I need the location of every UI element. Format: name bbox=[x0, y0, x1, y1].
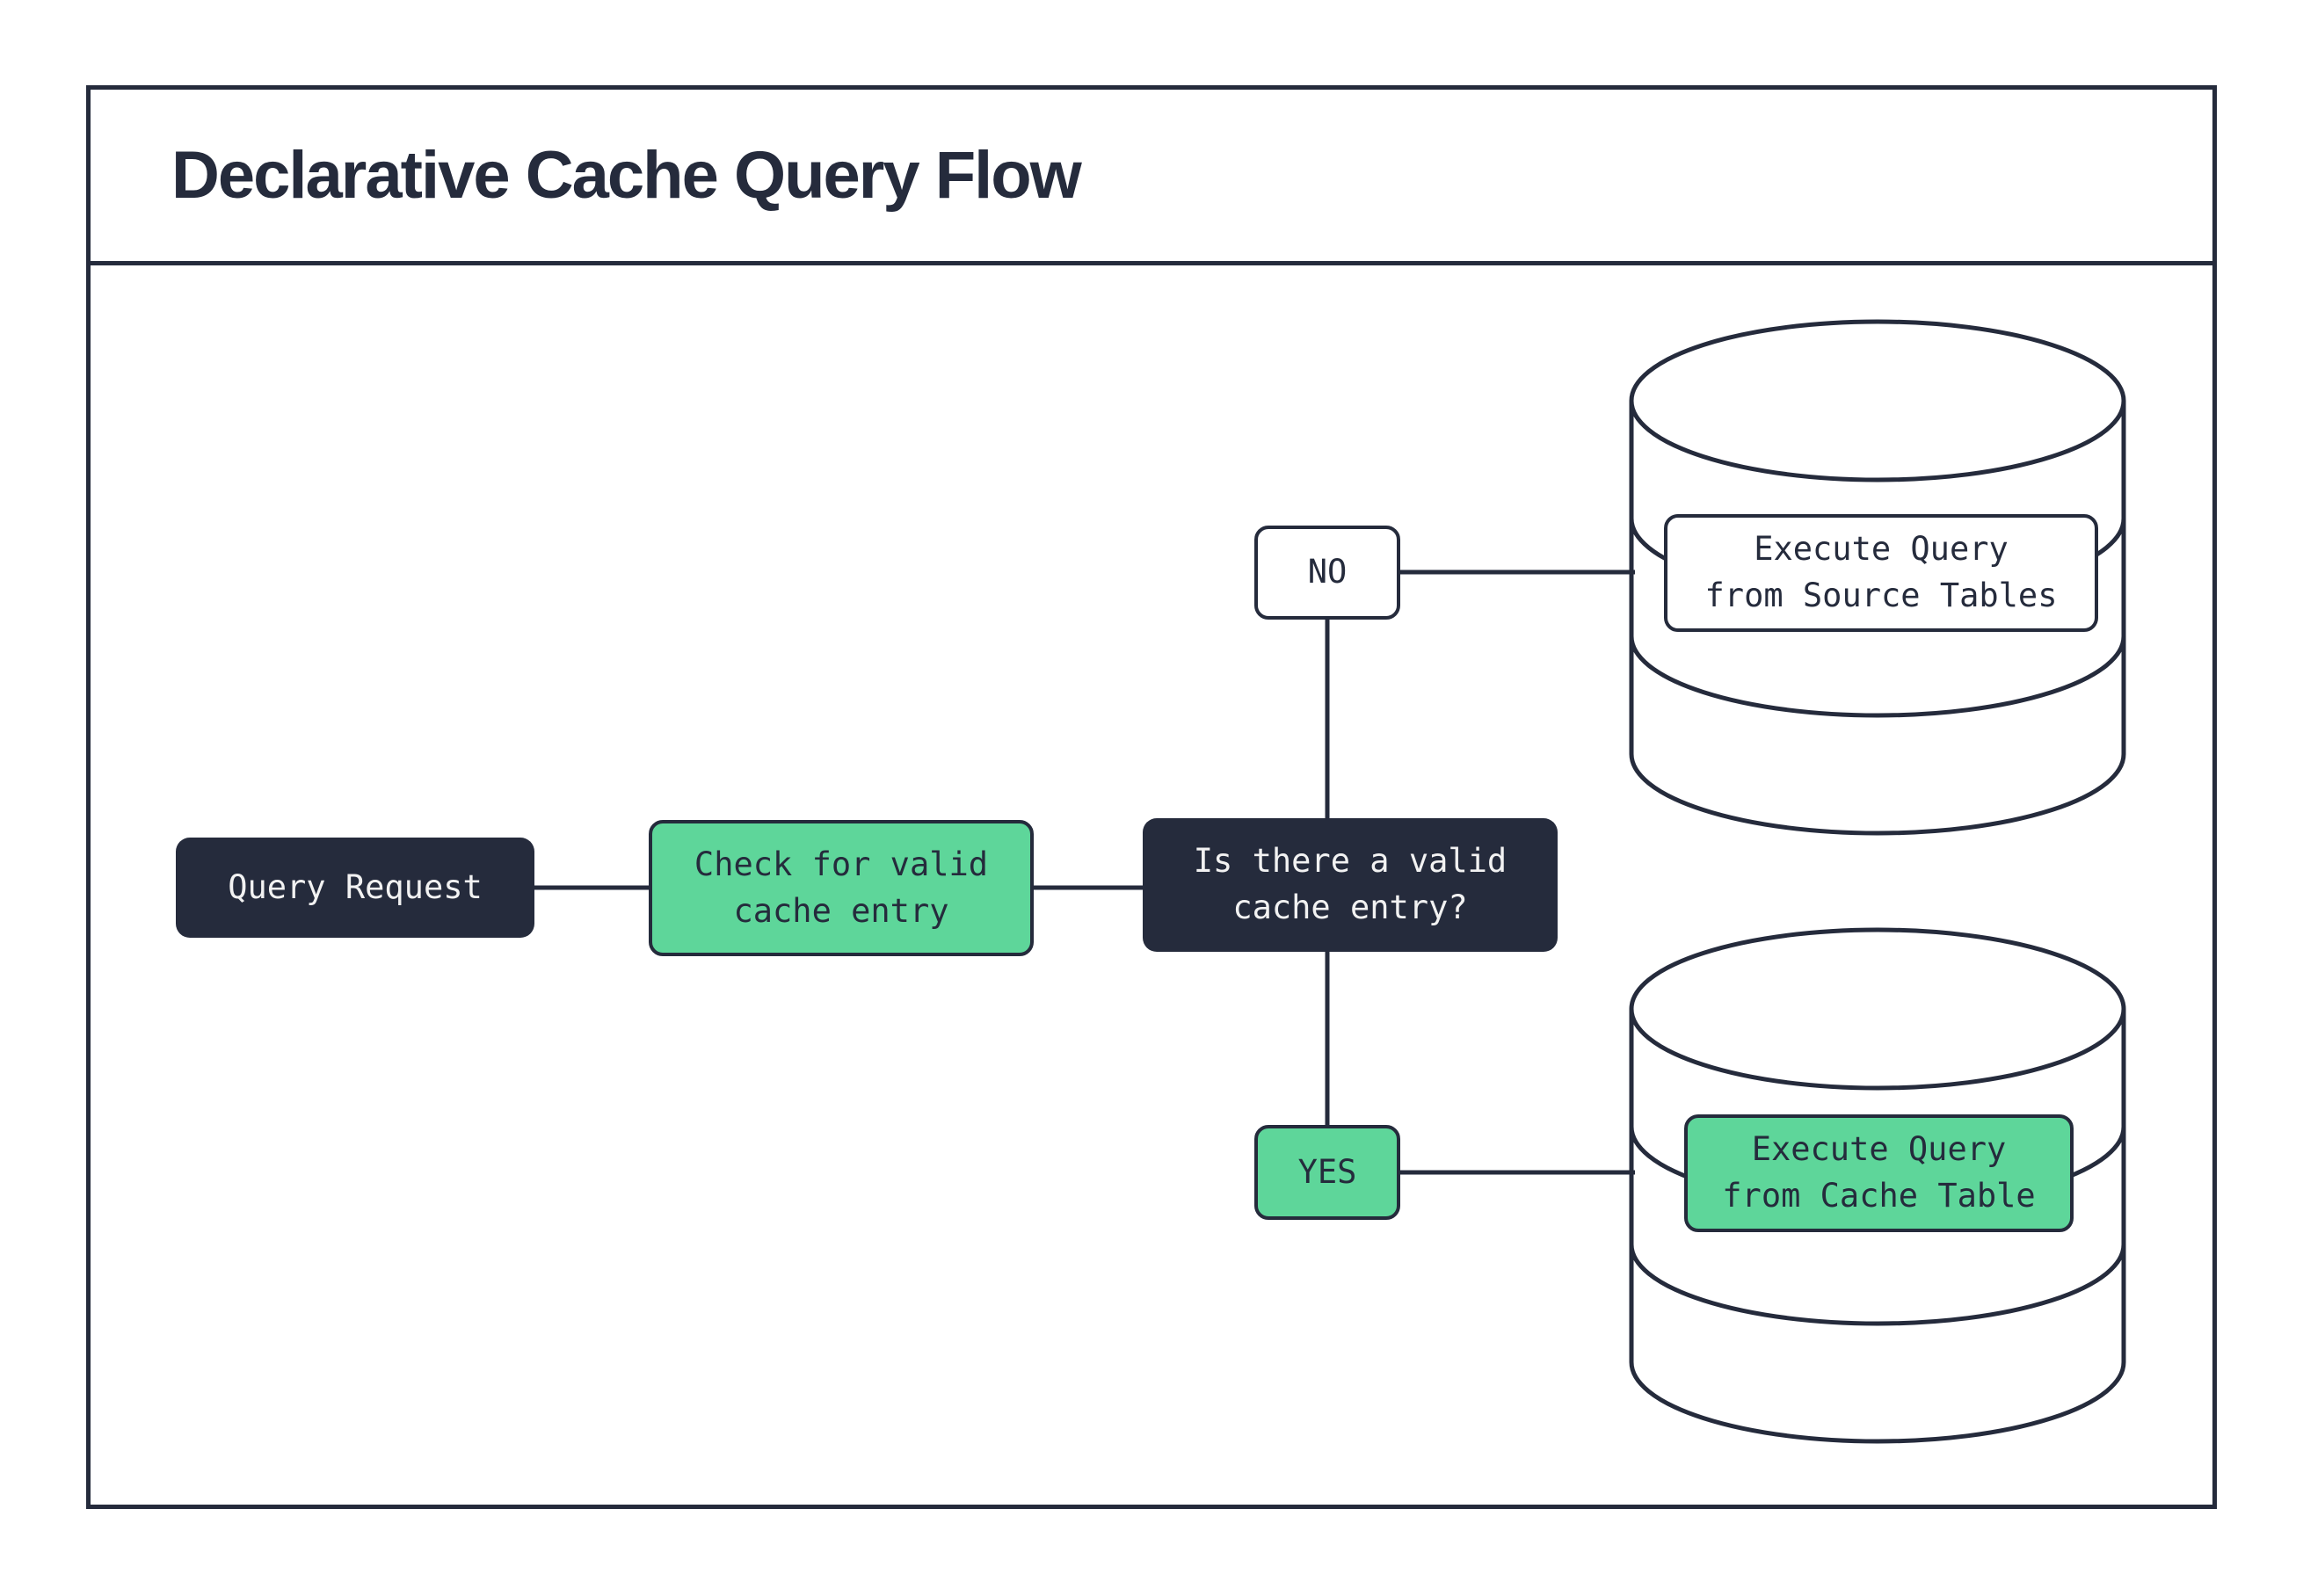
page-title: Declarative Cache Query Flow bbox=[171, 138, 1082, 213]
node-branch-no-label: NO bbox=[1307, 553, 1348, 591]
node-decision-valid-cache: Is there a valid cache entry? bbox=[1143, 818, 1558, 952]
node-check-cache-label: Check for valid cache entry bbox=[694, 845, 989, 930]
node-execute-source-label: Execute Query from Source Tables bbox=[1704, 530, 2058, 614]
node-branch-no: NO bbox=[1254, 526, 1400, 620]
node-query-request-label: Query Request bbox=[228, 867, 483, 906]
node-execute-cache-label: Execute Query from Cache Table bbox=[1722, 1130, 2036, 1215]
node-branch-yes-label: YES bbox=[1297, 1152, 1357, 1191]
node-branch-yes: YES bbox=[1254, 1125, 1400, 1220]
node-decision-label: Is there a valid cache entry? bbox=[1193, 842, 1507, 926]
node-execute-cache-table: Execute Query from Cache Table bbox=[1684, 1114, 2074, 1232]
node-check-cache: Check for valid cache entry bbox=[649, 820, 1034, 956]
node-query-request: Query Request bbox=[176, 838, 534, 938]
node-execute-source-tables: Execute Query from Source Tables bbox=[1664, 514, 2098, 632]
diagram-header: Declarative Cache Query Flow bbox=[91, 90, 2212, 265]
